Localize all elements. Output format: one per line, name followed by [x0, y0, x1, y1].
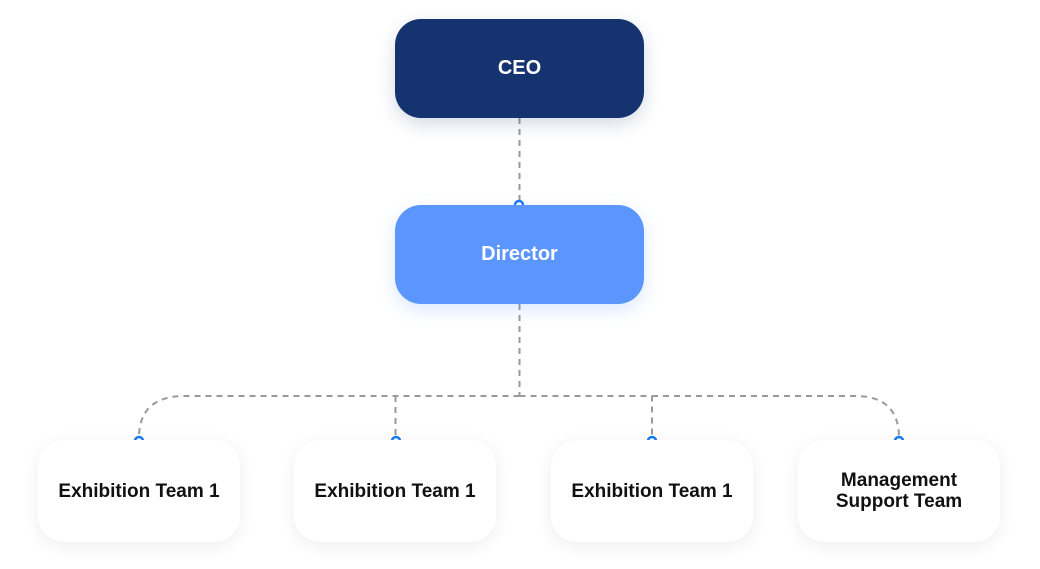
team-label: Exhibition Team 1 — [571, 480, 733, 502]
team-node-exhibition-2: Exhibition Team 1 — [294, 440, 496, 542]
team-node-management-support: Management Support Team — [798, 440, 1000, 542]
team-label: Exhibition Team 1 — [314, 480, 476, 502]
team-3-connector — [519, 395, 653, 436]
ceo-node: CEO — [395, 19, 644, 118]
team-node-exhibition-1: Exhibition Team 1 — [38, 440, 240, 542]
team-node-exhibition-3: Exhibition Team 1 — [551, 440, 753, 542]
team-label: Management Support Team — [835, 470, 963, 512]
director-label: Director — [481, 243, 558, 265]
team-label: Exhibition Team 1 — [58, 480, 220, 502]
director-node: Director — [395, 205, 644, 304]
team-4-connector — [652, 395, 900, 437]
team-1-connector — [138, 395, 520, 437]
ceo-label: CEO — [497, 57, 542, 79]
